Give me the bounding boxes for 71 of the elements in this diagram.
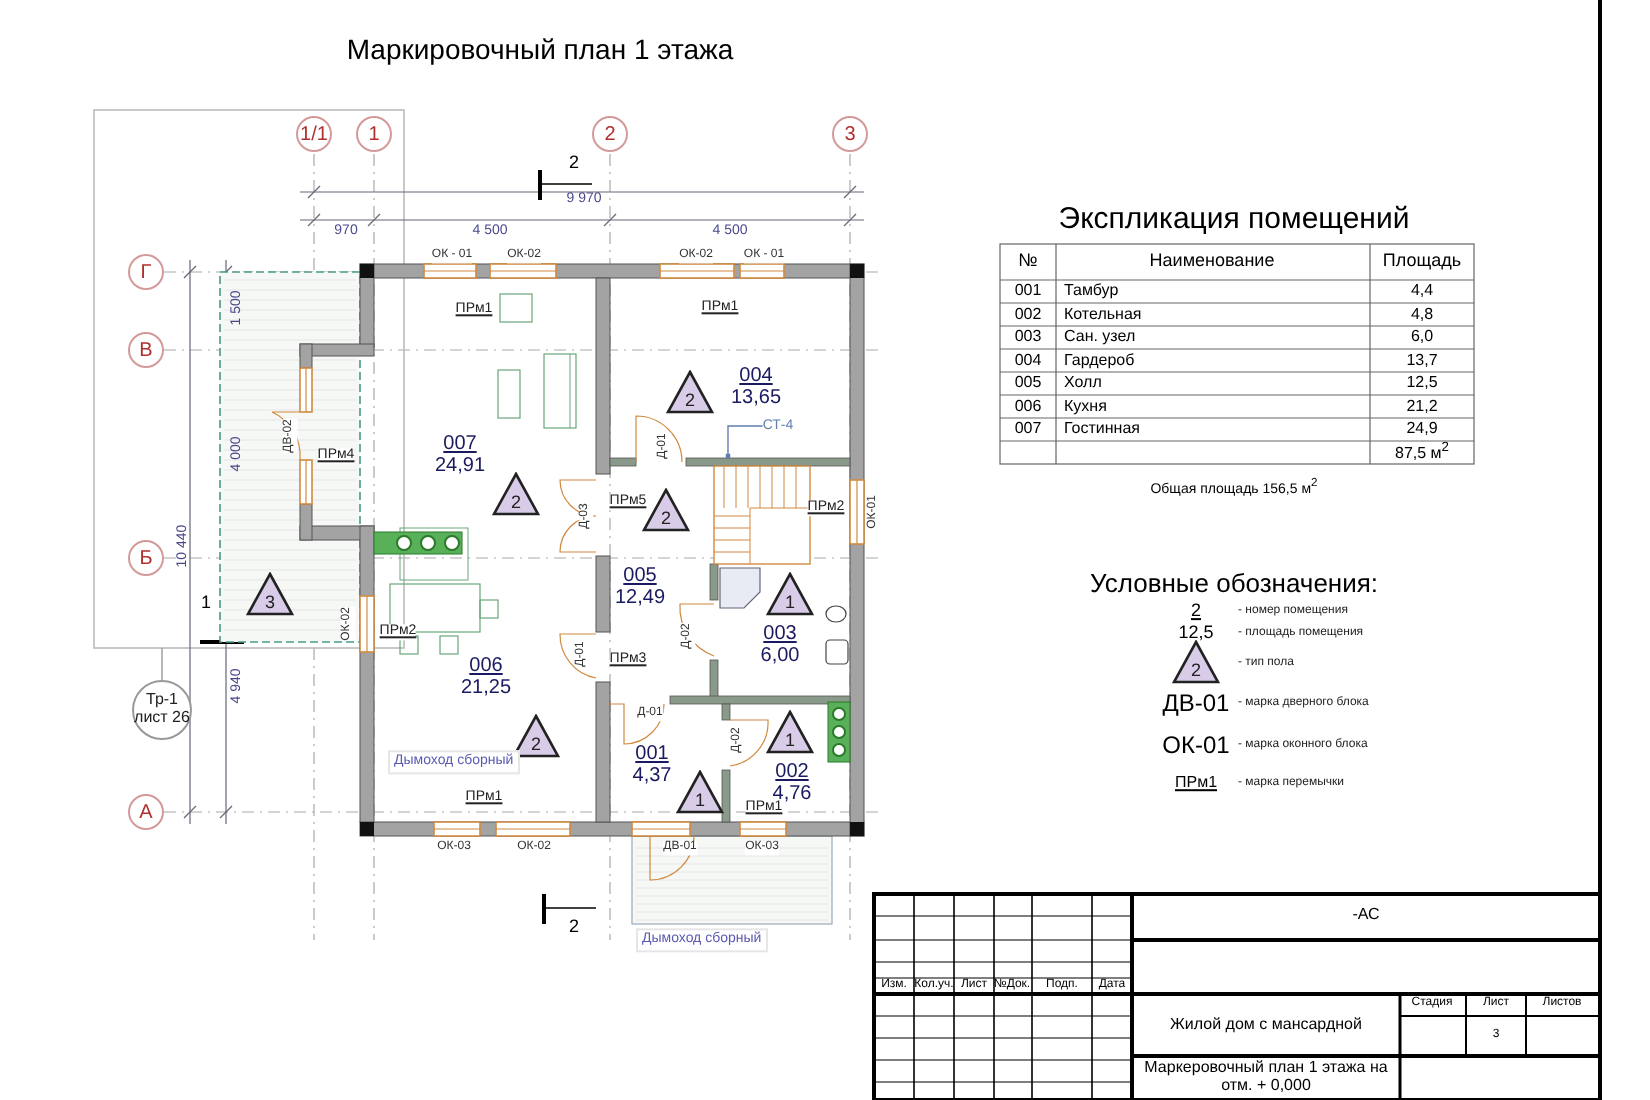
table-cell: 4,4 bbox=[1410, 283, 1434, 301]
table-cell: 003 bbox=[1014, 329, 1042, 347]
title-block-text: Маркеровочный план 1 этажа на отм. + 0,000 bbox=[1142, 1060, 1390, 1096]
axis-bubble: 1 bbox=[356, 116, 392, 152]
axis-bubble: 1/1 bbox=[296, 116, 332, 152]
floor-type-marker: 2 bbox=[512, 714, 560, 758]
table-cell: 6,0 bbox=[1410, 329, 1434, 347]
title-block-text: Жилой дом с мансардной bbox=[1170, 1017, 1362, 1035]
legend-sample: ДВ-01 bbox=[1162, 690, 1230, 718]
legend-sample: ПРм1 bbox=[1174, 775, 1218, 793]
table-cell: 006 bbox=[1014, 398, 1042, 416]
table-cell: Гостинная bbox=[1064, 421, 1140, 439]
table-cell: 007 bbox=[1014, 421, 1042, 439]
room-area: 4,37 bbox=[632, 765, 672, 787]
axis-bubble: Г bbox=[128, 254, 164, 290]
table-cell: 004 bbox=[1014, 352, 1042, 370]
floor-type-marker: 2 bbox=[1172, 640, 1220, 684]
table-cell: 002 bbox=[1014, 306, 1042, 324]
floor-type-marker: 2 bbox=[492, 472, 540, 516]
floor-type-marker: 1 bbox=[676, 770, 724, 814]
room-area: 12,49 bbox=[614, 587, 666, 609]
room-number: 006 bbox=[469, 655, 503, 677]
room-area: 21,25 bbox=[460, 677, 512, 699]
floor-type-marker: 3 bbox=[246, 572, 294, 616]
room-number: 007 bbox=[443, 433, 477, 455]
table-cell: 005 bbox=[1014, 375, 1042, 393]
axis-bubble: 2 bbox=[592, 116, 628, 152]
room-number: 004 bbox=[739, 365, 773, 387]
leader-line bbox=[725, 425, 764, 459]
section-number: 2 bbox=[569, 918, 579, 938]
table-cell: Тамбур bbox=[1064, 283, 1119, 301]
legend-sample: 12,5 bbox=[1178, 624, 1214, 644]
legend-sample: 2 bbox=[1191, 602, 1201, 622]
floor-type-marker: 2 bbox=[666, 370, 714, 414]
table-cell: 21,2 bbox=[1406, 398, 1438, 416]
table-cell: 4,8 bbox=[1410, 306, 1434, 324]
table-cell: 12,5 bbox=[1406, 375, 1438, 393]
room-area: 6,00 bbox=[760, 645, 800, 667]
table-cell: 13,7 bbox=[1406, 352, 1438, 370]
axis-bubble: А bbox=[128, 794, 164, 830]
floor-type-marker: 1 bbox=[766, 710, 814, 754]
table-title: Экспликация помещений bbox=[1058, 203, 1410, 237]
axis-bubble: Б bbox=[128, 540, 164, 576]
section-number: 2 bbox=[569, 154, 579, 174]
legend-title: Условные обозначения: bbox=[1089, 569, 1379, 599]
table-cell: 24,9 bbox=[1406, 421, 1438, 439]
table-cell: Холл bbox=[1064, 375, 1102, 393]
table-cell: 87,5 м$^{2}$ bbox=[1395, 440, 1449, 464]
leader-line bbox=[161, 647, 163, 681]
room-number: 005 bbox=[623, 565, 657, 587]
table-cell: 001 bbox=[1014, 283, 1042, 301]
room-number: 002 bbox=[775, 761, 809, 783]
room-number: 003 bbox=[763, 623, 797, 645]
legend-sample: ОК-01 bbox=[1162, 732, 1230, 760]
table-cell: Сан. узел bbox=[1064, 329, 1136, 347]
floor-type-marker: 1 bbox=[766, 572, 814, 616]
axis-bubble: 3 bbox=[832, 116, 868, 152]
section-number: 1 bbox=[201, 594, 211, 614]
table-cell: Котельная bbox=[1064, 306, 1142, 324]
table-header-cell: № bbox=[1018, 252, 1038, 272]
title-block-text: -АС bbox=[1352, 907, 1380, 925]
room-number: 001 bbox=[635, 743, 669, 765]
table-header-cell: Площадь bbox=[1382, 252, 1462, 272]
room-area: 13,65 bbox=[730, 387, 782, 409]
axis-bubble: В bbox=[128, 332, 164, 368]
room-area: 24,91 bbox=[434, 455, 486, 477]
reference-bubble: Тр-1 лист 26 bbox=[132, 680, 192, 740]
table-header-cell: Наименование bbox=[1149, 252, 1275, 272]
table-cell: Кухня bbox=[1064, 398, 1107, 416]
table-cell: Гардероб bbox=[1064, 352, 1135, 370]
plan-title: Маркировочный план 1 этажа bbox=[346, 34, 734, 66]
